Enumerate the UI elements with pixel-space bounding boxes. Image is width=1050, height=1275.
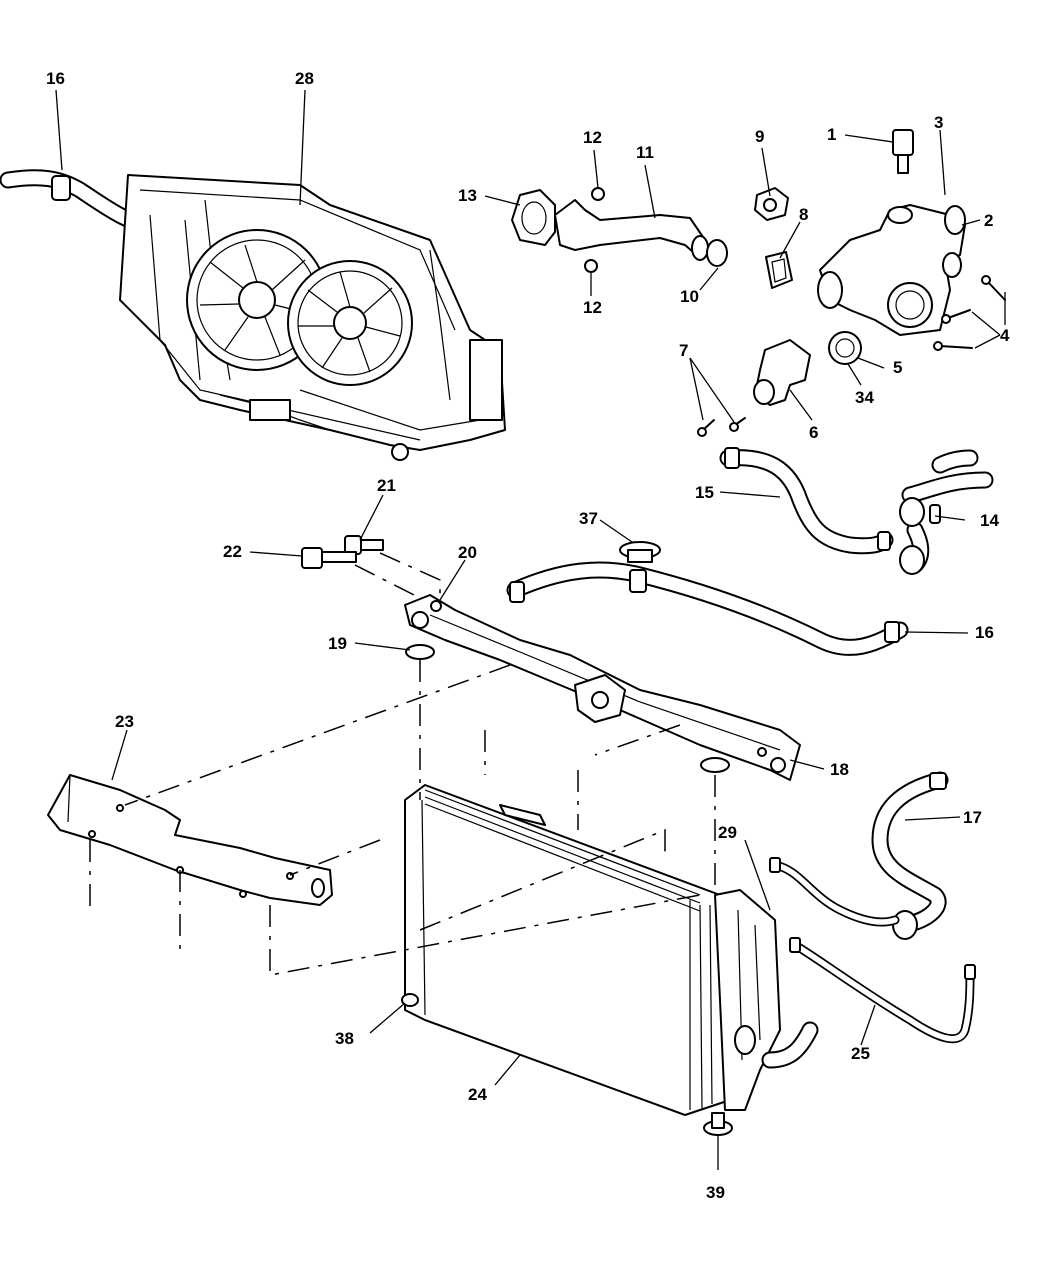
bolt-21 [344, 535, 384, 555]
callout-7: 7 [679, 341, 688, 360]
cooler-line-upper [769, 857, 900, 927]
o-ring-10 [706, 239, 728, 267]
callout-12-top: 12 [583, 128, 602, 147]
callout-39: 39 [706, 1183, 725, 1202]
callout-24: 24 [468, 1085, 487, 1104]
callout-29: 29 [718, 823, 737, 842]
callout-5: 5 [893, 358, 902, 377]
gasket-8 [765, 251, 793, 289]
callout-25: 25 [851, 1044, 870, 1063]
pressure-cap-37 [619, 541, 661, 563]
callout-23: 23 [115, 712, 134, 731]
radiator-24 [404, 784, 731, 1116]
callout-18: 18 [830, 760, 849, 779]
callout-2: 2 [984, 211, 993, 230]
upper-radiator-hose-16 [506, 561, 909, 656]
callout-4: 4 [1000, 326, 1010, 345]
air-deflector-23 [47, 774, 333, 906]
callout-13: 13 [458, 186, 477, 205]
callout-6: 6 [809, 423, 818, 442]
thermostat-housing-2 [817, 204, 966, 336]
bolts-7 [697, 417, 746, 437]
heater-fittings-14 [899, 449, 994, 575]
callout-37: 37 [579, 509, 598, 528]
temperature-sensor-1 [892, 129, 914, 174]
thermostat-5 [828, 331, 862, 365]
callout-11: 11 [636, 143, 654, 162]
callout-1: 1 [827, 125, 836, 144]
callout-9: 9 [755, 127, 764, 146]
coolant-tube-11 [554, 199, 709, 261]
callout-22: 22 [223, 542, 242, 561]
callout-17: 17 [963, 808, 982, 827]
leader-lines [55, 89, 1006, 1170]
callout-3: 3 [934, 113, 943, 132]
callout-14: 14 [980, 511, 999, 530]
callout-19: 19 [328, 634, 347, 653]
callout-28: 28 [295, 69, 314, 88]
callout-38: 38 [335, 1029, 354, 1048]
condenser-29 [714, 889, 781, 1111]
callout-12-bottom: 12 [583, 298, 602, 317]
bolts-4 [933, 275, 1006, 351]
heater-hose-15 [719, 447, 894, 555]
callout-21: 21 [377, 476, 396, 495]
callout-34: 34 [855, 388, 874, 407]
callout-20: 20 [458, 543, 477, 562]
callout-10: 10 [680, 287, 699, 306]
fan-module-assembly [0, 169, 506, 461]
sensor-9 [754, 187, 789, 221]
lower-radiator-hose-17 [871, 771, 949, 940]
callout-15: 15 [695, 483, 714, 502]
cooler-line-25 [789, 937, 976, 1044]
callout-16-mid: 16 [975, 623, 994, 642]
nut-12-upper [591, 187, 605, 201]
callout-8: 8 [799, 205, 808, 224]
isolator-38 [401, 993, 419, 1007]
callout-16-top: 16 [46, 69, 65, 88]
water-outlet-6 [753, 339, 811, 406]
bolt-22 [301, 547, 357, 569]
callout-labels: 16 28 12 11 13 9 8 1 3 2 10 12 4 7 5 34 … [46, 69, 1010, 1202]
radiator-crossmember [404, 594, 801, 781]
alignment-lines [89, 660, 716, 976]
isolator-39 [703, 1112, 733, 1136]
gasket-13 [511, 189, 556, 246]
nut-12-lower [584, 259, 598, 273]
isolator-19 [405, 644, 730, 773]
